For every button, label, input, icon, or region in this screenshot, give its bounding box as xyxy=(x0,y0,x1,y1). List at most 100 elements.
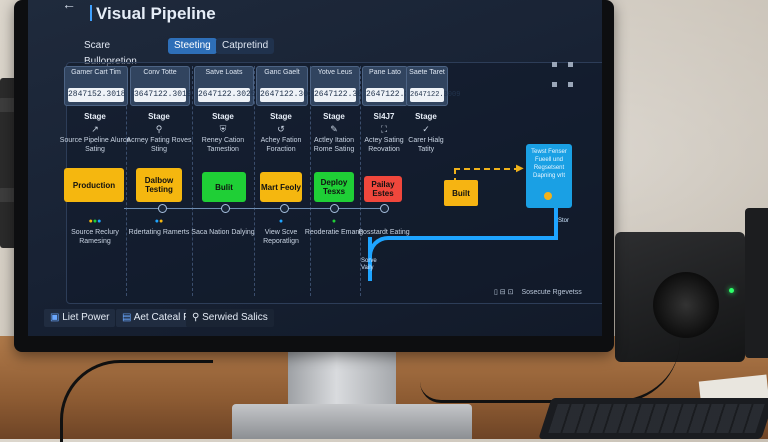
timeline-node[interactable] xyxy=(330,204,339,213)
stage-card-label: Conv Totte xyxy=(143,69,177,76)
timeline-node[interactable] xyxy=(280,204,289,213)
timeline-node[interactable] xyxy=(380,204,389,213)
taskbar-item-services[interactable]: ⚲ Serwied Salics xyxy=(186,309,274,327)
monitor-stand-base xyxy=(232,404,472,439)
stage-footer: Saca Nation Dalying xyxy=(191,229,255,236)
timeline-track xyxy=(124,208,384,209)
production-button[interactable]: Production xyxy=(64,168,124,202)
taskbar-item-list-power[interactable]: ▣ Liet Power xyxy=(44,309,116,327)
grid-icon[interactable] xyxy=(552,82,557,87)
stage-card-value: 2647122.3025 xyxy=(314,88,372,102)
stage-label: Stage xyxy=(148,112,170,121)
status-icons[interactable]: ▯ ⊟ ⊡ xyxy=(494,289,514,296)
stage-card[interactable]: Pane Lato 2647122.3019 xyxy=(362,66,424,106)
taskbar: ▣ Liet Power ▤ Aet Cateal Filt ⚲ Serwied… xyxy=(38,305,602,331)
refresh-icon: ↺ xyxy=(277,124,285,134)
stage-footer: Reoderatie Emang xyxy=(304,229,364,236)
status-bar: ▯ ⊟ ⊡ Sosecute Rgevetss xyxy=(494,288,594,302)
stage-card[interactable]: Yotve Leus 2647122.3025 xyxy=(310,66,372,106)
stage-label: Stage xyxy=(270,112,292,121)
status-dots-icon: ● xyxy=(278,218,284,225)
flow-label: Sorve Vaily xyxy=(361,258,377,271)
grid-icon[interactable] xyxy=(552,62,557,67)
stage-card-label: Gamer Cart Tim xyxy=(71,69,121,76)
stage-description: Source Pipeline Alurce Sating xyxy=(59,137,131,153)
monitor-stand xyxy=(288,342,396,416)
failure-button[interactable]: Pailay Estes xyxy=(364,176,402,202)
tab-scare-bullopretion[interactable]: Scare Bullopretion xyxy=(84,40,137,67)
stage-label: Stage xyxy=(323,112,345,121)
coin-icon xyxy=(544,192,552,200)
stage-divider xyxy=(310,66,311,296)
stage-card-value: 2647122.3019 xyxy=(366,88,424,102)
arrow-right-icon: ▶ xyxy=(516,163,524,174)
stage-card[interactable]: Satve Loats 2647122.3025 xyxy=(194,66,256,106)
mart-feoly-button[interactable]: Mart Feoly xyxy=(260,172,302,202)
filter-icon: ▤ xyxy=(122,312,134,323)
keyboard xyxy=(538,398,768,439)
cable xyxy=(60,360,213,442)
check-icon: ✓ xyxy=(422,124,430,134)
stage-label: Stage xyxy=(415,112,437,121)
dashed-connector xyxy=(454,168,520,170)
flow-tail-label: Stor xyxy=(558,218,570,224)
speaker-edge xyxy=(745,208,768,358)
stage-card-label: Ganc Gaelt xyxy=(264,69,300,76)
flow-connector xyxy=(368,237,372,281)
stage-footer: Posstardt Eating xyxy=(358,229,410,236)
testing-button[interactable]: Dalbow Testing xyxy=(136,168,182,202)
stage-label: Sl4J7 xyxy=(373,112,395,121)
stage-card-label: Saete Taret xyxy=(409,69,445,76)
grid-icon[interactable] xyxy=(568,62,573,67)
edit-icon: ✎ xyxy=(330,124,338,134)
built-button[interactable]: Bulit xyxy=(202,172,246,202)
stage-description: Actley Itation Rome Sating xyxy=(313,137,355,153)
grid-icon[interactable] xyxy=(568,82,573,87)
status-dots-icon: ● xyxy=(331,218,337,225)
flow-connector xyxy=(398,236,558,240)
status-dots-icon: ●●● xyxy=(88,218,102,225)
stage-label: Stage xyxy=(212,112,234,121)
timeline-node[interactable] xyxy=(221,204,230,213)
stage-card-label: Pane Lato xyxy=(369,69,401,76)
stage-description: Reney Cation Tamestion xyxy=(201,137,245,153)
stage-card[interactable]: Ganc Gaelt 2647122.3015 xyxy=(256,66,318,106)
search-icon: ⚲ xyxy=(192,312,203,323)
dashed-connector xyxy=(454,168,456,184)
stage-divider xyxy=(360,66,361,296)
deploy-target-card[interactable]: Tewst Fenser Fueell und Regsetsent Dapni… xyxy=(526,144,572,208)
flow-connector xyxy=(554,207,558,239)
stage-label: Stage xyxy=(84,112,106,121)
stage-footer: View Scve Reporatlign xyxy=(263,229,299,245)
app-header: ← Visual Pipeline xyxy=(28,0,602,28)
deploy-target-text: Tewst Fenser Fueell und Regsetsent Dapni… xyxy=(531,149,567,179)
stage-footer: Rdertating Ramerts xyxy=(128,229,190,236)
taskbar-item-catalog-filter[interactable]: ▤ Aet Cateal Filt xyxy=(116,309,203,327)
built-step-button[interactable]: Built xyxy=(444,180,478,206)
stage-footer: Source Reclury Ramesing xyxy=(71,229,119,245)
status-label: Sosecute Rgevetss xyxy=(521,289,582,296)
stage-description: Carer Hialg Tatity xyxy=(408,137,444,153)
stage-card[interactable]: Gamer Cart Tim 2847152.3018 xyxy=(64,66,128,106)
deploy-tests-button[interactable]: Deploy Tesxs xyxy=(314,172,354,202)
timeline-node[interactable] xyxy=(158,204,167,213)
stage-description: Achey Fation Foraction xyxy=(260,137,302,153)
app-title: Visual Pipeline xyxy=(90,4,216,24)
back-arrow-icon[interactable]: ← xyxy=(62,0,76,12)
stage-card-value: 2647122.3009 xyxy=(410,88,460,102)
stage-card[interactable]: Conv Totte 3647122.3019 xyxy=(130,66,192,106)
speaker-led-icon xyxy=(729,288,734,293)
search-icon: ⚲ xyxy=(155,124,163,134)
arrow-icon: ↗ xyxy=(91,124,99,134)
shield-icon: ⛨ xyxy=(219,124,227,134)
stage-card-value: 2847152.3018 xyxy=(68,88,126,102)
stage-card-label: Satve Loats xyxy=(205,69,243,76)
stage-card[interactable]: Saete Taret 2647122.3009 xyxy=(406,66,460,106)
window-icon: ▣ xyxy=(50,312,63,323)
status-dots-icon: ●● xyxy=(154,218,164,225)
tab-catpretind[interactable]: Catpretind xyxy=(216,38,275,54)
stage-card-label: Yotve Leus xyxy=(317,69,353,76)
stage-divider xyxy=(126,66,127,296)
stage-divider xyxy=(192,66,193,296)
tab-steeting[interactable]: Steeting xyxy=(168,38,217,54)
